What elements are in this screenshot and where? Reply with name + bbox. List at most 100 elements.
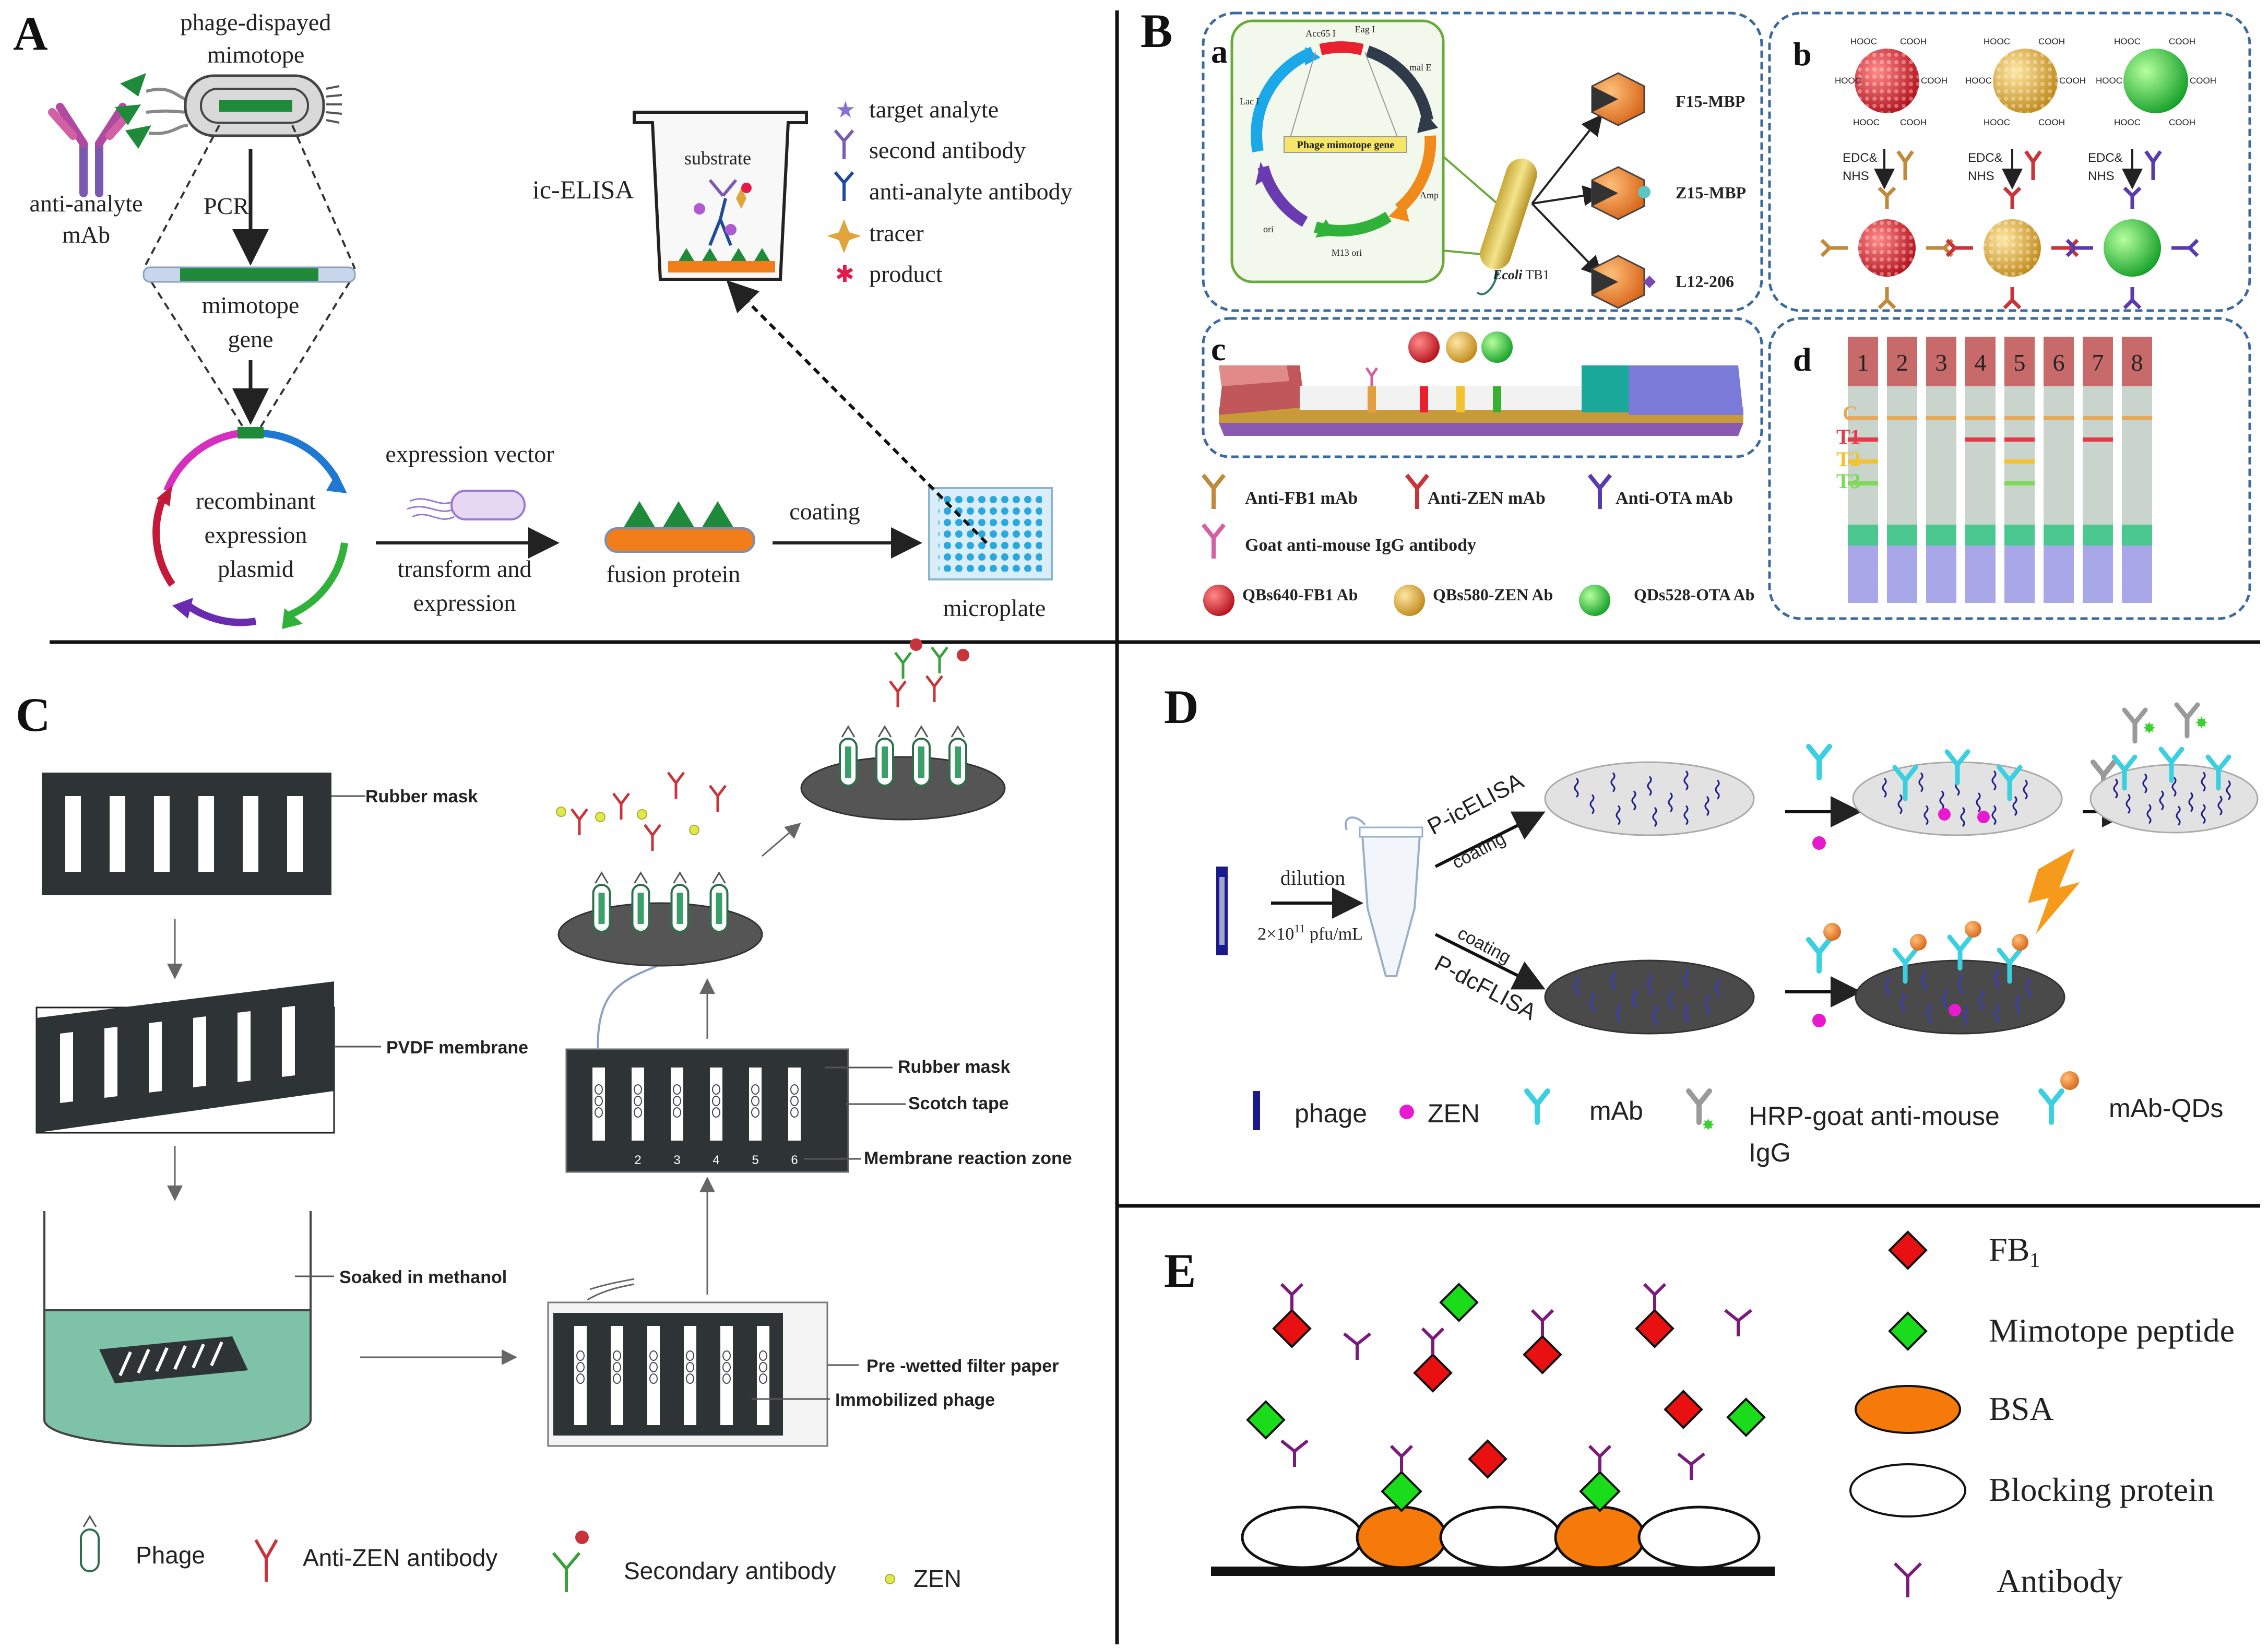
transform-label-line-2: expression [413, 589, 516, 616]
zoom-lines [143, 125, 356, 432]
methanol-label: Soaked in methanol [339, 1267, 507, 1287]
phage-waves-top-1 [1574, 770, 1720, 827]
legend-product-icon: ✱ [835, 262, 854, 287]
box-b [1768, 11, 2251, 312]
panel-e: E [1164, 1230, 2235, 1599]
eppendorf-tube-icon [1345, 816, 1423, 977]
rubber-mask-icon [42, 773, 331, 895]
plasmid-arrowhead-e [1305, 47, 1321, 65]
icelisa-disk-3-antibodies [2111, 702, 2231, 791]
test-strip-2: 2 [1887, 337, 1917, 603]
zen-below-arrow-2 [1812, 1014, 1826, 1027]
methanol-beaker-icon [43, 1211, 312, 1447]
disk-1-phages [592, 871, 729, 933]
nhs-label-2: NHS [1968, 169, 1994, 183]
free-fb1-diamonds [1272, 1309, 1703, 1479]
coating-arrow-top [1434, 811, 1546, 868]
line-label-t3: T3 [1836, 469, 1861, 493]
plasmid-arrowhead-d [1255, 162, 1268, 185]
elisa-well-icon [633, 111, 808, 281]
svg-text:COOH: COOH [2059, 76, 2086, 86]
panel-a-label: A [13, 7, 48, 60]
svg-text:HOOC: HOOC [2114, 117, 2141, 127]
strip-number-6: 6 [2053, 349, 2065, 376]
coating-label: coating [789, 498, 860, 525]
bsa-legend-icon [1855, 1385, 1961, 1434]
phage-vial-icon [1216, 867, 1228, 955]
phage-on-disk [912, 725, 931, 787]
phage-wave [1616, 1003, 1621, 1024]
strip-1-line-C [1848, 416, 1878, 420]
line-labels: C T1 T2 T3 [1836, 401, 1861, 493]
phage-wave [2201, 804, 2206, 824]
phage-wave [1668, 990, 1673, 1011]
hrp-star-icon-2: ✸ [2143, 720, 2156, 737]
legend-e-item-4: Antibody [1997, 1562, 2123, 1599]
card-slots [592, 1068, 801, 1141]
legend-c-item-1: Anti-ZEN antibody [303, 1544, 497, 1571]
qbs580-icon [1394, 585, 1425, 616]
filterSlots-slot [574, 1326, 587, 1425]
immobilized-label: Immobilized phage [835, 1390, 995, 1410]
phage-on-disk [709, 871, 729, 933]
filterSlots-slot [757, 1326, 769, 1425]
plasmid-label-6: Lac I [1240, 96, 1259, 106]
card-numbers: 2 3 4 5 6 [634, 1153, 798, 1167]
edc-label-2: EDC& [1968, 151, 2003, 165]
phage-on-disk [839, 725, 858, 787]
microplate-label: microplate [943, 595, 1046, 621]
legend-d-item-1: ZEN [1428, 1099, 1480, 1128]
panel-d: D dilution 2×1011 pfu/mL P-icELISA coati… [1164, 680, 2259, 1167]
phage-wave [2201, 772, 2206, 792]
phage-waves-bottom-2 [1884, 968, 2030, 1026]
legend-anti-analyte-antibody-icon [834, 171, 854, 201]
phage-on-disk [631, 871, 650, 933]
plasmid-label-line-1: recombinant [196, 488, 316, 514]
plasmid-label-3: Amp [1420, 190, 1439, 200]
filterSlots-slot [684, 1326, 696, 1425]
phage-wave [1882, 777, 1887, 798]
phage-wave [1900, 992, 1905, 1013]
test-strip-1: 1 [1848, 337, 1878, 603]
panel-d-label: D [1164, 680, 1198, 733]
transform-label-line-1: transform and [398, 555, 532, 582]
phage-wave [1957, 974, 1963, 994]
phage-wave [1647, 974, 1652, 994]
legend-a-item-4: product [869, 260, 943, 287]
secondary-antibody-icon [552, 1531, 589, 1592]
panel-e-legend: FB1 Mimotope peptide BSA Blocking protei… [1849, 1230, 2235, 1599]
phage-wave [1616, 805, 1621, 825]
phage-wave [1991, 805, 1997, 825]
green-triangle-icons [115, 73, 151, 149]
strip-4-line-T1 [1965, 437, 1996, 442]
dcflisa-disk-2 [1855, 959, 2065, 1035]
plasmid-arrowheads [157, 472, 347, 629]
sub-c-label: c [1211, 330, 1226, 367]
bound-antibodies [1390, 1444, 1612, 1472]
svg-text:COOH: COOH [2190, 76, 2216, 86]
strip-4-line-C [1965, 416, 1996, 420]
coating-arrow-bottom [1434, 933, 1546, 990]
phage-wave [1942, 989, 1947, 1009]
phage-legend-d-icon [1253, 1091, 1260, 1130]
disk-1-antibodies [571, 772, 727, 851]
p-dcflisa-label: P-dcFLISA [1430, 951, 1540, 1025]
phage-waves-bottom-1 [1574, 968, 1720, 1026]
svg-text:2: 2 [634, 1153, 641, 1167]
svg-text:6: 6 [791, 1153, 798, 1167]
legend-d-item-2: mAb [1589, 1096, 1643, 1125]
sub-b-label: b [1793, 35, 1812, 73]
phage-wave [1683, 770, 1689, 791]
scotch-label: Scotch tape [908, 1094, 1009, 1113]
strip-3-line-C [1926, 416, 1956, 420]
phage-wave [1994, 1003, 1999, 1024]
phage-waves-top-3 [2113, 772, 2231, 826]
test-strip-3: 3 [1926, 337, 1956, 603]
phage-wave [1991, 770, 1997, 791]
phage-wave [1715, 978, 1720, 998]
plasmid-label-line-3: plasmid [218, 555, 294, 582]
box-c [1202, 317, 1763, 458]
svg-text:COOH: COOH [2038, 37, 2065, 46]
legend-b-item-2: Anti-OTA mAb [1616, 489, 1733, 508]
